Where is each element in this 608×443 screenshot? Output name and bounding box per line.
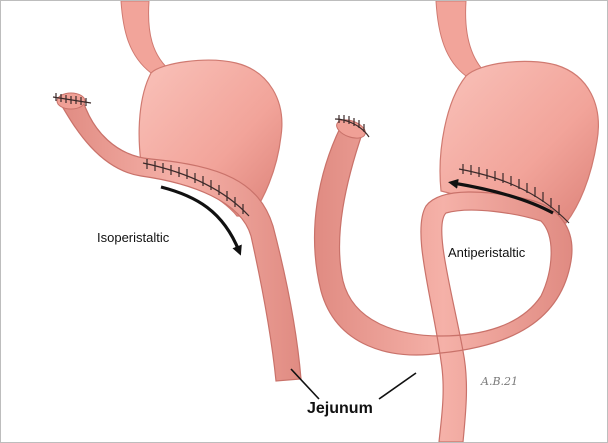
isoperistaltic-label: Isoperistaltic [97, 230, 169, 245]
antiperistaltic-label: Antiperistaltic [448, 245, 525, 260]
artist-signature: A.B.21 [481, 375, 518, 388]
leader-line-left [291, 369, 319, 399]
jejunum-label: Jejunum [307, 400, 373, 418]
esophagus-right [436, 1, 489, 76]
antiperistaltic-diagram [315, 1, 599, 442]
leader-line-right [379, 373, 416, 399]
isoperistaltic-diagram [53, 1, 301, 381]
esophagus-left [121, 1, 173, 73]
